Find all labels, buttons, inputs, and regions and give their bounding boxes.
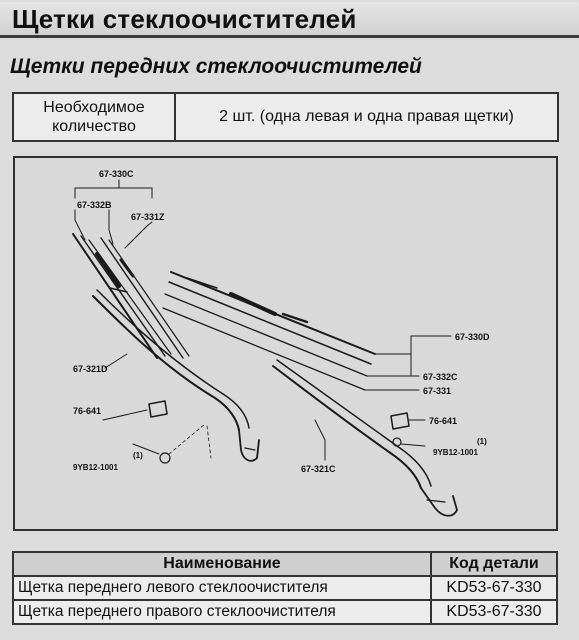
left-dashed-leader bbox=[168, 423, 212, 459]
wiper-diagram: 67-330C 67-332B 67-331Z 67-321D 76-641 (… bbox=[13, 156, 558, 531]
label-67-331z: 67-331Z bbox=[131, 212, 165, 222]
right-leader-lines bbox=[364, 335, 452, 391]
table-row: Щетка переднего левого стеклоочистителя … bbox=[12, 575, 558, 601]
left-nut-leader bbox=[132, 443, 160, 455]
left-cap-shape bbox=[148, 400, 168, 418]
parts-table-header: Наименование Код детали bbox=[12, 551, 558, 577]
header-code: Код детали bbox=[430, 551, 558, 577]
right-cap-shape bbox=[390, 412, 410, 430]
quantity-value: 2 шт. (одна левая и одна правая щетки) bbox=[174, 92, 559, 142]
label-67-332c: 67-332C bbox=[423, 372, 458, 382]
label-qty-left: (1) bbox=[133, 451, 143, 460]
left-blade-assembly bbox=[72, 233, 190, 359]
left-leader-lines bbox=[74, 179, 153, 249]
part-name: Щетка переднего левого стеклоочистителя bbox=[12, 575, 432, 601]
right-nut-leader bbox=[400, 443, 426, 447]
header-name: Наименование bbox=[12, 551, 432, 577]
left-cap-leader bbox=[102, 409, 148, 421]
right-arm bbox=[272, 359, 458, 517]
right-arm-leader bbox=[314, 419, 326, 461]
label-67-321c: 67-321C bbox=[301, 464, 336, 474]
section-subtitle: Щетки передних стеклоочистителей bbox=[10, 55, 422, 78]
part-name: Щетка переднего правого стеклоочистителя bbox=[12, 599, 432, 625]
label-67-332b: 67-332B bbox=[77, 200, 112, 210]
right-blade-assembly bbox=[162, 271, 376, 391]
label-67-330c: 67-330C bbox=[99, 169, 134, 179]
right-nut-shape bbox=[392, 437, 402, 447]
part-code: KD53-67-330 bbox=[430, 575, 558, 601]
label-9yb12-left: 9YB12-1001 bbox=[73, 463, 118, 472]
page-title: Щетки стеклоочистителей bbox=[0, 2, 579, 38]
wiper-diagram-svg: 67-330C 67-332B 67-331Z 67-321D 76-641 (… bbox=[72, 169, 490, 517]
label-76-641-left: 76-641 bbox=[73, 406, 101, 416]
label-67-330d: 67-330D bbox=[455, 332, 490, 342]
part-code: KD53-67-330 bbox=[430, 599, 558, 625]
table-row: Щетка переднего правого стеклоочистителя… bbox=[12, 599, 558, 625]
quantity-table: Необходимое количество 2 шт. (одна левая… bbox=[12, 92, 559, 142]
parts-table: Наименование Код детали Щетка переднего … bbox=[12, 551, 558, 625]
left-nut-shape bbox=[159, 452, 171, 464]
label-76-641-right: 76-641 bbox=[429, 416, 457, 426]
left-arm-leader bbox=[104, 353, 128, 369]
label-qty-right: (1) bbox=[477, 437, 487, 446]
label-67-321d: 67-321D bbox=[73, 364, 108, 374]
quantity-label: Необходимое количество bbox=[12, 92, 176, 142]
left-arm bbox=[92, 289, 260, 462]
label-9yb12-right: 9YB12-1001 bbox=[433, 448, 478, 457]
label-67-331: 67-331 bbox=[423, 386, 451, 396]
